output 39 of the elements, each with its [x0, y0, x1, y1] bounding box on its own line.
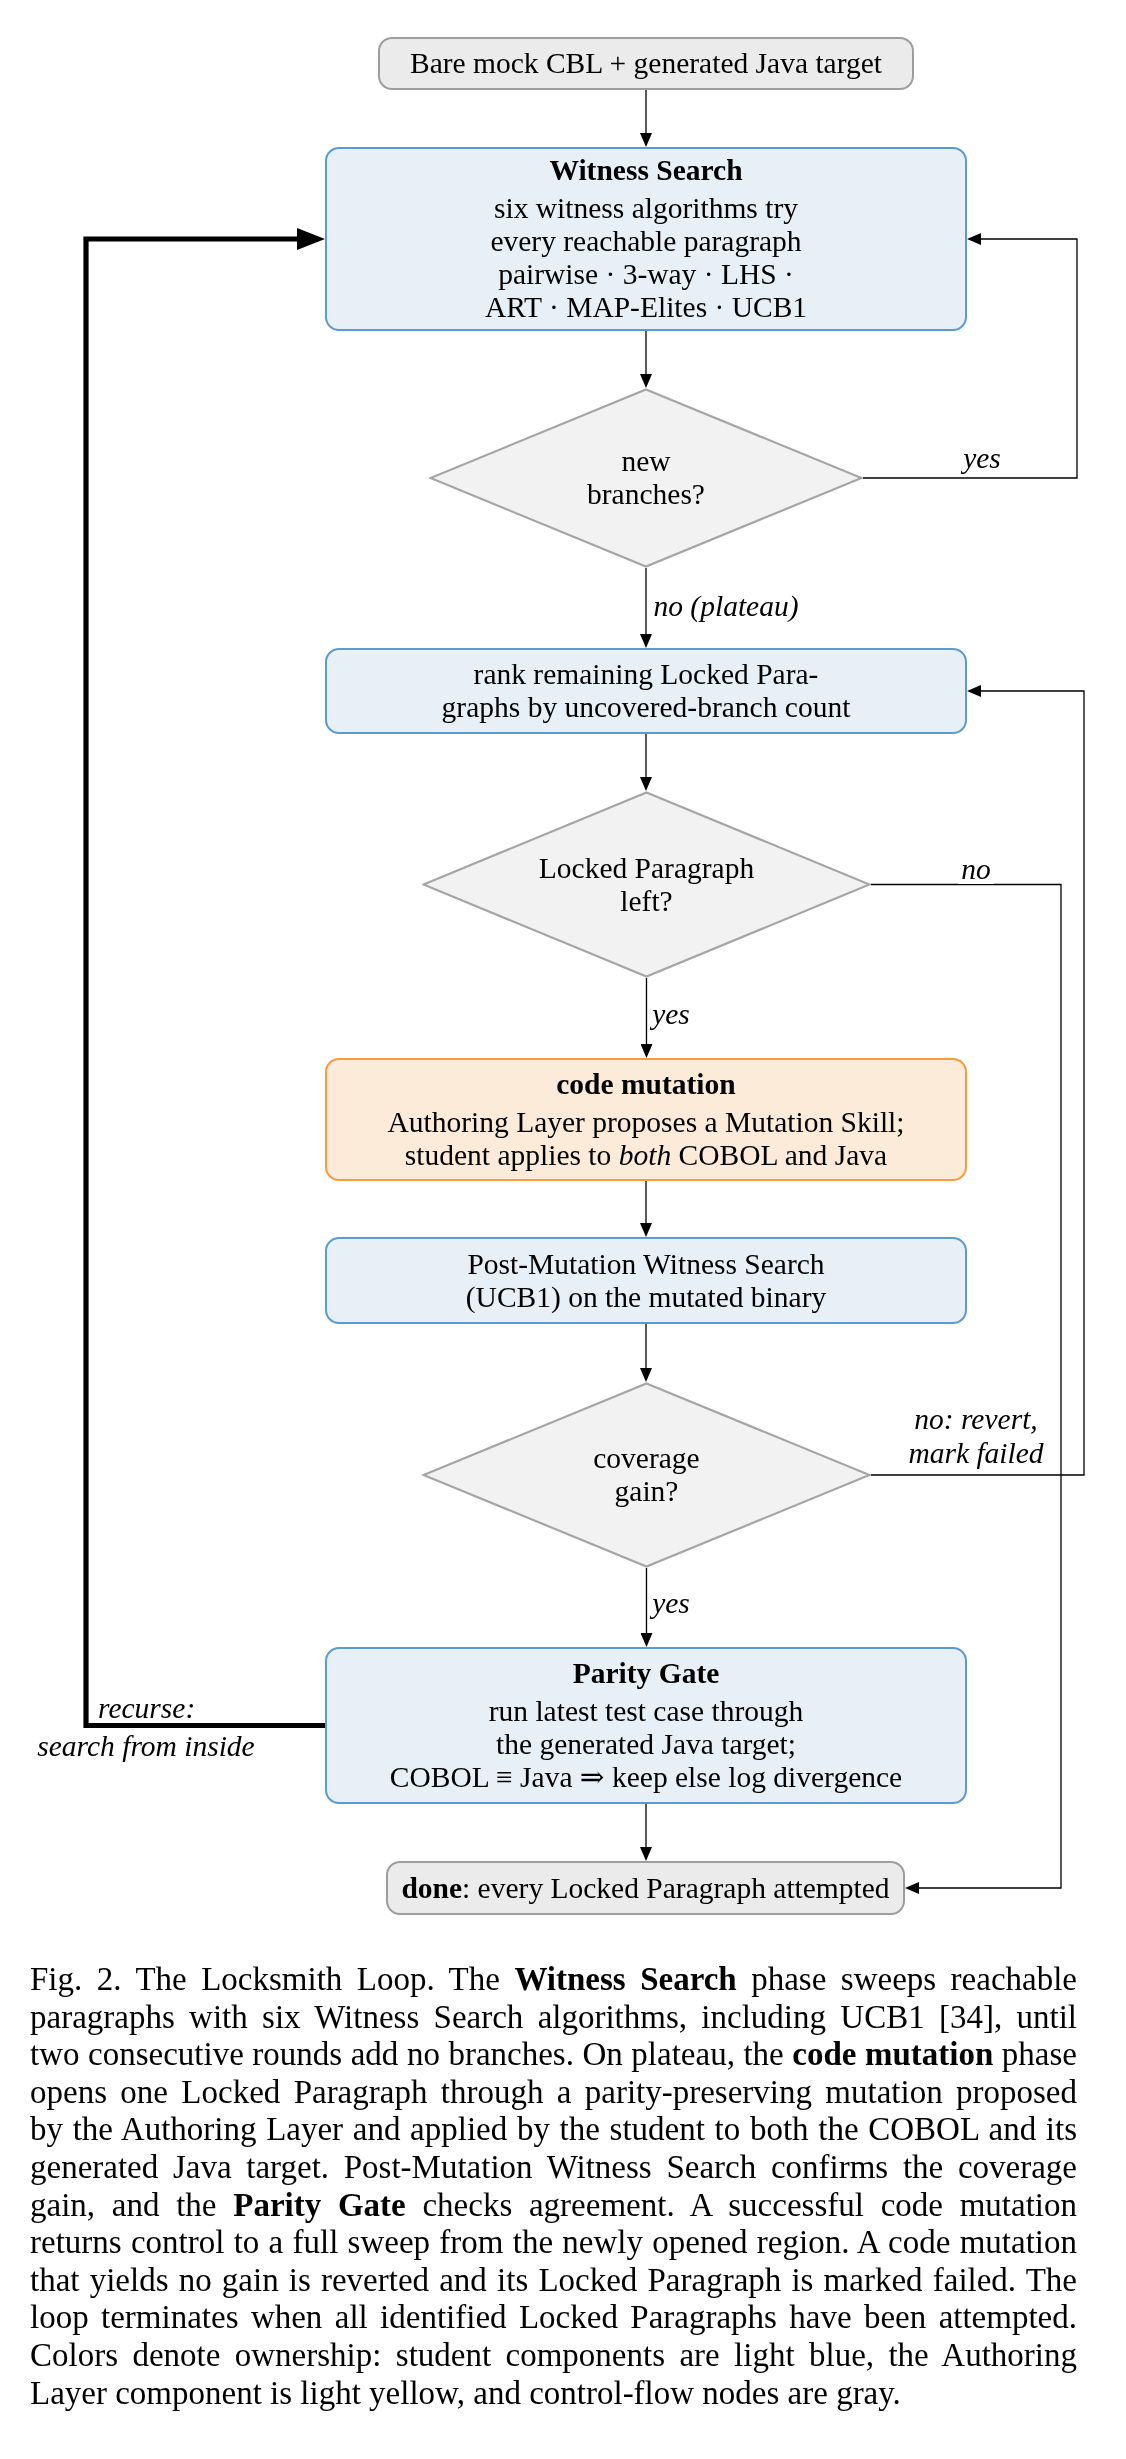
- terminal-box: [378, 37, 914, 90]
- box-title: Parity Gate: [572, 1657, 720, 1690]
- arrow: [640, 1567, 653, 1647]
- box-text: six witness algorithms try every reachable paragraph pairwise · 3-way · LHS · ART · MAP-Elites · UCB1: [483, 192, 809, 324]
- arrow: [640, 1180, 652, 1237]
- decision-text: coverage gain?: [592, 1442, 701, 1508]
- process-box: [325, 648, 967, 734]
- process-box: [325, 1058, 967, 1181]
- process-box: [325, 147, 967, 331]
- decision-diamond: [422, 1382, 871, 1568]
- arrow: [640, 977, 653, 1058]
- process-box: [325, 1237, 967, 1324]
- arrow: [640, 1323, 652, 1382]
- arrow: [640, 330, 652, 388]
- edge-label: recurse: search from inside: [36, 1690, 256, 1764]
- arrow: [83, 228, 325, 1729]
- arrow: [862, 233, 1078, 479]
- arrow: [870, 883, 1062, 1894]
- terminal-text: done: every Locked Paragraph attempted: [401, 1871, 890, 1905]
- arrow: [640, 567, 652, 648]
- terminal-box: [386, 1861, 905, 1915]
- decision-text: new branches?: [586, 445, 706, 511]
- arrow: [640, 89, 652, 147]
- box-text: run latest test case through the generated Java target;: [487, 1695, 805, 1761]
- arrow: [640, 1803, 652, 1861]
- box-text: COBOL ≡ Java ⇒ keep else log divergence: [389, 1761, 903, 1794]
- figure-caption: Fig. 2. The Locksmith Loop. The Witness Search phase sweeps reachable paragraphs with six Witness Search algorithms, including UCB1 [34], until two consecutive rounds add no branches. On plateau, the code mutation phase opens one Locked Paragraph through a parity-preserving mutation proposed by the Authoring Layer and applied by the student to both the COBOL and its generated Java target. Post-Mutation Witness Search confirms the coverage gain, and the Parity Gate checks agreement. A successful code mutation returns control to a full sweep from the newly opened region. A code mutation that yields no gain is reverted and its Locked Paragraph is marked failed. The loop terminates when all identified Locked Paragraphs have been attempted. Colors denote ownership: student components are light blue, the Authoring Layer component is light yellow, and control-flow nodes are gray.: [30, 1961, 1077, 2413]
- decision-text: Locked Paragraph left?: [537, 851, 756, 918]
- terminal-text: Bare mock CBL + generated Java target: [409, 47, 883, 80]
- process-box: [325, 1647, 967, 1804]
- box-text: rank remaining Locked Para- graphs by uncovered-branch count: [440, 658, 852, 724]
- box-text: Post-Mutation Witness Search (UCB1) on the mutated binary: [464, 1247, 828, 1314]
- arrow: [870, 685, 1085, 1476]
- decision-diamond: [429, 388, 863, 568]
- box-title: Witness Search: [549, 154, 743, 187]
- box-text: Authoring Layer proposes a Mutation Skill; student applies to both COBOL and Java: [386, 1105, 906, 1172]
- box-title: code mutation: [556, 1067, 736, 1101]
- decision-diamond: [422, 791, 871, 978]
- arrow: [640, 733, 652, 791]
